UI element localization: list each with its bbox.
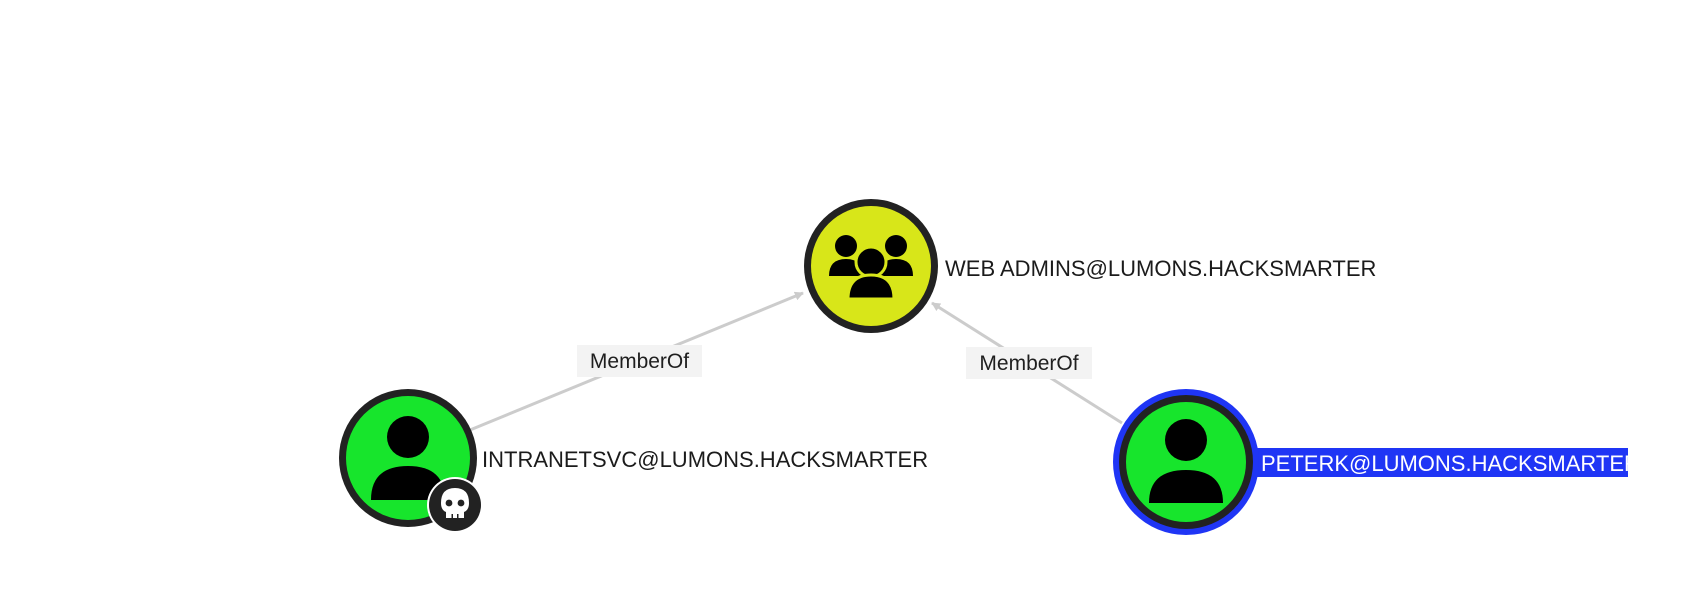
node-intranetsvc[interactable]: INTRANETSVC@LUMONS.HACKSMARTER xyxy=(339,389,928,533)
node-label[interactable]: WEB ADMINS@LUMONS.HACKSMARTER xyxy=(945,256,1376,281)
user-icon xyxy=(371,416,445,500)
edge-peterk-memberof-webadmins[interactable]: MemberOf xyxy=(931,301,1123,425)
owned-badge xyxy=(427,477,483,533)
user-icon xyxy=(1149,419,1223,503)
edge-label[interactable]: MemberOf xyxy=(590,350,689,373)
node-label[interactable]: PETERK@LUMONS.HACKSMARTER xyxy=(1261,451,1640,476)
users-group-icon xyxy=(829,235,913,301)
node-web-admins[interactable]: WEB ADMINS@LUMONS.HACKSMARTER xyxy=(804,199,1376,333)
edge-label-bg xyxy=(577,345,702,377)
selected-label-bg xyxy=(1252,448,1628,477)
node-label[interactable]: INTRANETSVC@LUMONS.HACKSMARTER xyxy=(482,447,928,472)
edge-intranetsvc-memberof-webadmins[interactable]: MemberOf xyxy=(469,291,804,432)
edge-label-bg xyxy=(966,347,1092,379)
edge-label[interactable]: MemberOf xyxy=(979,352,1078,375)
skull-icon xyxy=(441,488,469,519)
node-peterk[interactable]: PETERK@LUMONS.HACKSMARTER xyxy=(1113,389,1640,535)
